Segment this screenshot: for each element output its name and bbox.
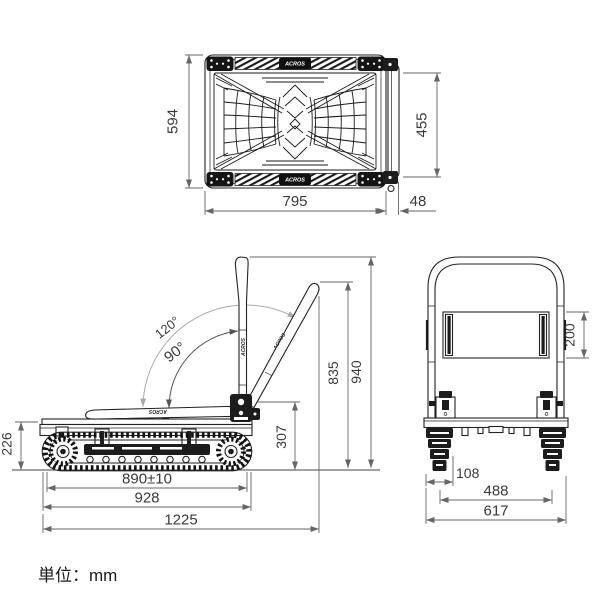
dim-deck-length: 795 <box>282 193 307 210</box>
track-teeth <box>42 432 252 471</box>
sprocket-wheel <box>48 436 78 467</box>
logo-plate <box>279 173 311 186</box>
dim-height-90: 940 <box>348 360 364 384</box>
side-view: 120° 90° ACROS ACROS ACROS <box>0 256 380 533</box>
dim-handle-inner-width: 455 <box>414 112 431 137</box>
brand-logo: ACROS <box>284 62 305 68</box>
crawler-track <box>41 431 253 472</box>
crossbar-panel <box>442 311 550 359</box>
side-view-dimensions: 226 307 835 940 890±10 928 1225 <box>0 256 376 533</box>
deck-outline <box>204 54 387 189</box>
track-front-left <box>426 428 453 471</box>
dim-track-width: 108 <box>456 465 480 481</box>
folded-handle-bar <box>387 63 400 179</box>
handle-frame-front <box>425 256 567 419</box>
dim-ground-contact: 890±10 <box>122 471 172 488</box>
dim-track-height: 226 <box>0 432 15 456</box>
dim-deck-height: 307 <box>273 425 289 449</box>
corner-pad <box>357 56 385 71</box>
unit-note: 単位：mm <box>38 566 117 585</box>
brand-logo: ACROS <box>284 178 305 184</box>
hinge-mechanism <box>230 394 260 422</box>
dim-overall-length: 1225 <box>164 512 197 529</box>
top-view: ACROS ACROS <box>165 54 441 215</box>
tread-pattern <box>213 72 377 171</box>
handle-tilted-120: ACROS <box>244 282 320 409</box>
dim-track-centers: 488 <box>483 483 508 500</box>
folded-handle-top <box>383 58 400 193</box>
brand-on-handle: ACROS <box>148 408 168 414</box>
dim-handle-overhang: 48 <box>410 193 427 210</box>
hinge-tower-left <box>429 391 456 419</box>
corner-pad <box>206 56 234 71</box>
sprocket-wheel <box>216 436 246 467</box>
track-front-right <box>539 428 566 471</box>
angle-120-label: 120° <box>152 313 182 341</box>
front-view: 200 108 488 617 <box>423 256 589 524</box>
handle-upright-90: ACROS <box>234 256 249 409</box>
arc-120 <box>140 304 297 408</box>
road-wheels <box>86 455 206 464</box>
arc-90 <box>165 328 239 409</box>
dim-depth: 594 <box>165 109 182 134</box>
handle-latch-ring <box>387 184 395 193</box>
dim-crossbar-height: 200 <box>562 323 578 347</box>
front-view-dimensions: 200 108 488 617 <box>425 311 589 524</box>
dim-overall-width: 617 <box>483 503 508 520</box>
corner-pad <box>206 172 234 187</box>
chassis-front <box>423 417 569 437</box>
dim-track-length: 928 <box>134 490 159 507</box>
logo-plate <box>279 57 311 70</box>
hinge-tower-right <box>536 391 563 419</box>
deck-side <box>41 418 253 426</box>
brand-on-handle: ACROS <box>241 337 247 357</box>
dim-height-120: 835 <box>325 361 341 385</box>
corner-pad <box>357 172 385 187</box>
grip-strips: ACROS ACROS <box>234 57 357 186</box>
angle-90-label: 90° <box>161 339 189 366</box>
top-view-dimensions: 594 455 795 48 <box>165 54 441 215</box>
